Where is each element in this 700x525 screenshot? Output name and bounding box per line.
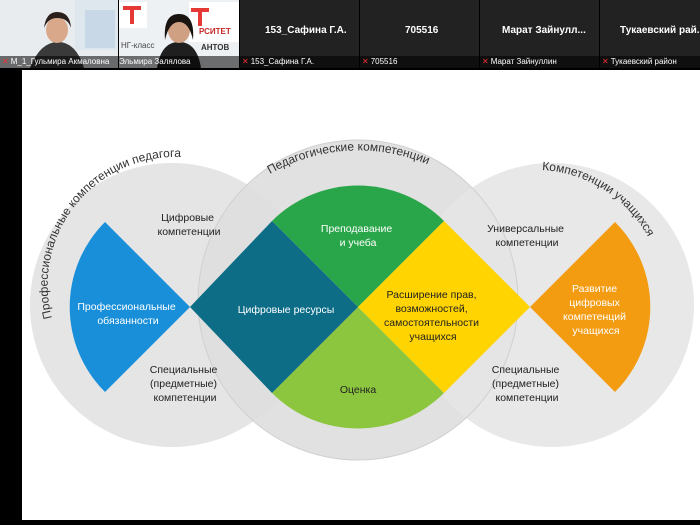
orange-segment-label: Развитие цифровых компетенций учащихся xyxy=(563,283,629,337)
mic-muted-icon: ✕ xyxy=(242,57,249,66)
participant-tile-video[interactable]: НГ-класс РСИТЕТ АНТОВ Эльмира Залялова xyxy=(119,0,239,68)
background-banner-text: АНТОВ xyxy=(201,43,229,52)
participant-strip: ✕М_1_Гульмира Акмаловна НГ-класс РСИТЕТ … xyxy=(0,0,700,68)
participant-tile-label: Марат Зайнулл... xyxy=(502,25,586,36)
participant-name: Марат Зайнуллин xyxy=(490,57,557,66)
participant-name: 153_Сафина Г.А. xyxy=(250,57,315,66)
participant-name-bar: ✕705516 xyxy=(360,56,479,68)
mic-muted-icon: ✕ xyxy=(362,57,369,66)
participant-name-bar: ✕Тукаевский район xyxy=(600,56,700,68)
yellow-segment-label: Расширение прав, возможностей, самостоят… xyxy=(384,289,482,343)
left-bottom-label: Специальные (предметные) компетенции xyxy=(150,364,221,404)
competence-diagram: Профессиональные компетенции педагога Пе… xyxy=(30,139,694,461)
participant-tile-label: 705516 xyxy=(405,25,439,36)
shared-screen: Профессиональные компетенции педагога Пе… xyxy=(22,70,700,520)
left-top-label: Цифровые компетенции xyxy=(157,212,220,238)
blue-segment xyxy=(69,222,190,392)
participant-name-bar: ✕М_1_Гульмира Акмаловна xyxy=(0,56,118,68)
background-banner-text: РСИТЕТ xyxy=(199,27,231,36)
lime-segment xyxy=(272,307,444,429)
participant-tile[interactable]: 705516 ✕705516 xyxy=(360,0,479,68)
right-top-label: Универсальные компетенции xyxy=(487,223,567,249)
background-banner-text: НГ-класс xyxy=(121,41,154,50)
participant-tile-video[interactable]: ✕М_1_Гульмира Акмаловна xyxy=(0,0,118,68)
participant-name-bar: ✕Марат Зайнуллин xyxy=(480,56,599,68)
mic-muted-icon: ✕ xyxy=(602,57,609,66)
orange-segment xyxy=(530,222,651,392)
participant-tile[interactable]: Тукаевский рай... ✕Тукаевский район xyxy=(600,0,700,68)
yellow-segment xyxy=(358,221,530,393)
participant-name: 705516 xyxy=(370,57,398,66)
participant-name-bar: Эльмира Залялова xyxy=(119,56,239,68)
mic-muted-icon: ✕ xyxy=(482,57,489,66)
participant-tile-label: 153_Сафина Г.А. xyxy=(265,25,347,36)
lime-segment-label: Оценка xyxy=(340,384,377,396)
participant-tile[interactable]: 153_Сафина Г.А. ✕153_Сафина Г.А. xyxy=(240,0,359,68)
participant-name: Тукаевский район xyxy=(610,57,677,66)
green-segment-label: Преподавание и учеба xyxy=(321,223,395,249)
teal-segment-label: Цифровые ресурсы xyxy=(238,304,335,316)
participant-name-bar: ✕153_Сафина Г.А. xyxy=(240,56,359,68)
teal-segment xyxy=(190,221,358,393)
participant-name: Эльмира Залялова xyxy=(119,57,191,66)
participant-tile-label: Тукаевский рай... xyxy=(620,25,700,36)
participant-name: М_1_Гульмира Акмаловна xyxy=(10,57,110,66)
participant-tile[interactable]: Марат Зайнулл... ✕Марат Зайнуллин xyxy=(480,0,599,68)
right-bottom-label: Специальные (предметные) компетенции xyxy=(492,364,563,404)
green-segment xyxy=(272,185,444,307)
mic-muted-icon: ✕ xyxy=(2,57,9,66)
blue-segment-label: Профессиональные обязанности xyxy=(77,301,178,327)
